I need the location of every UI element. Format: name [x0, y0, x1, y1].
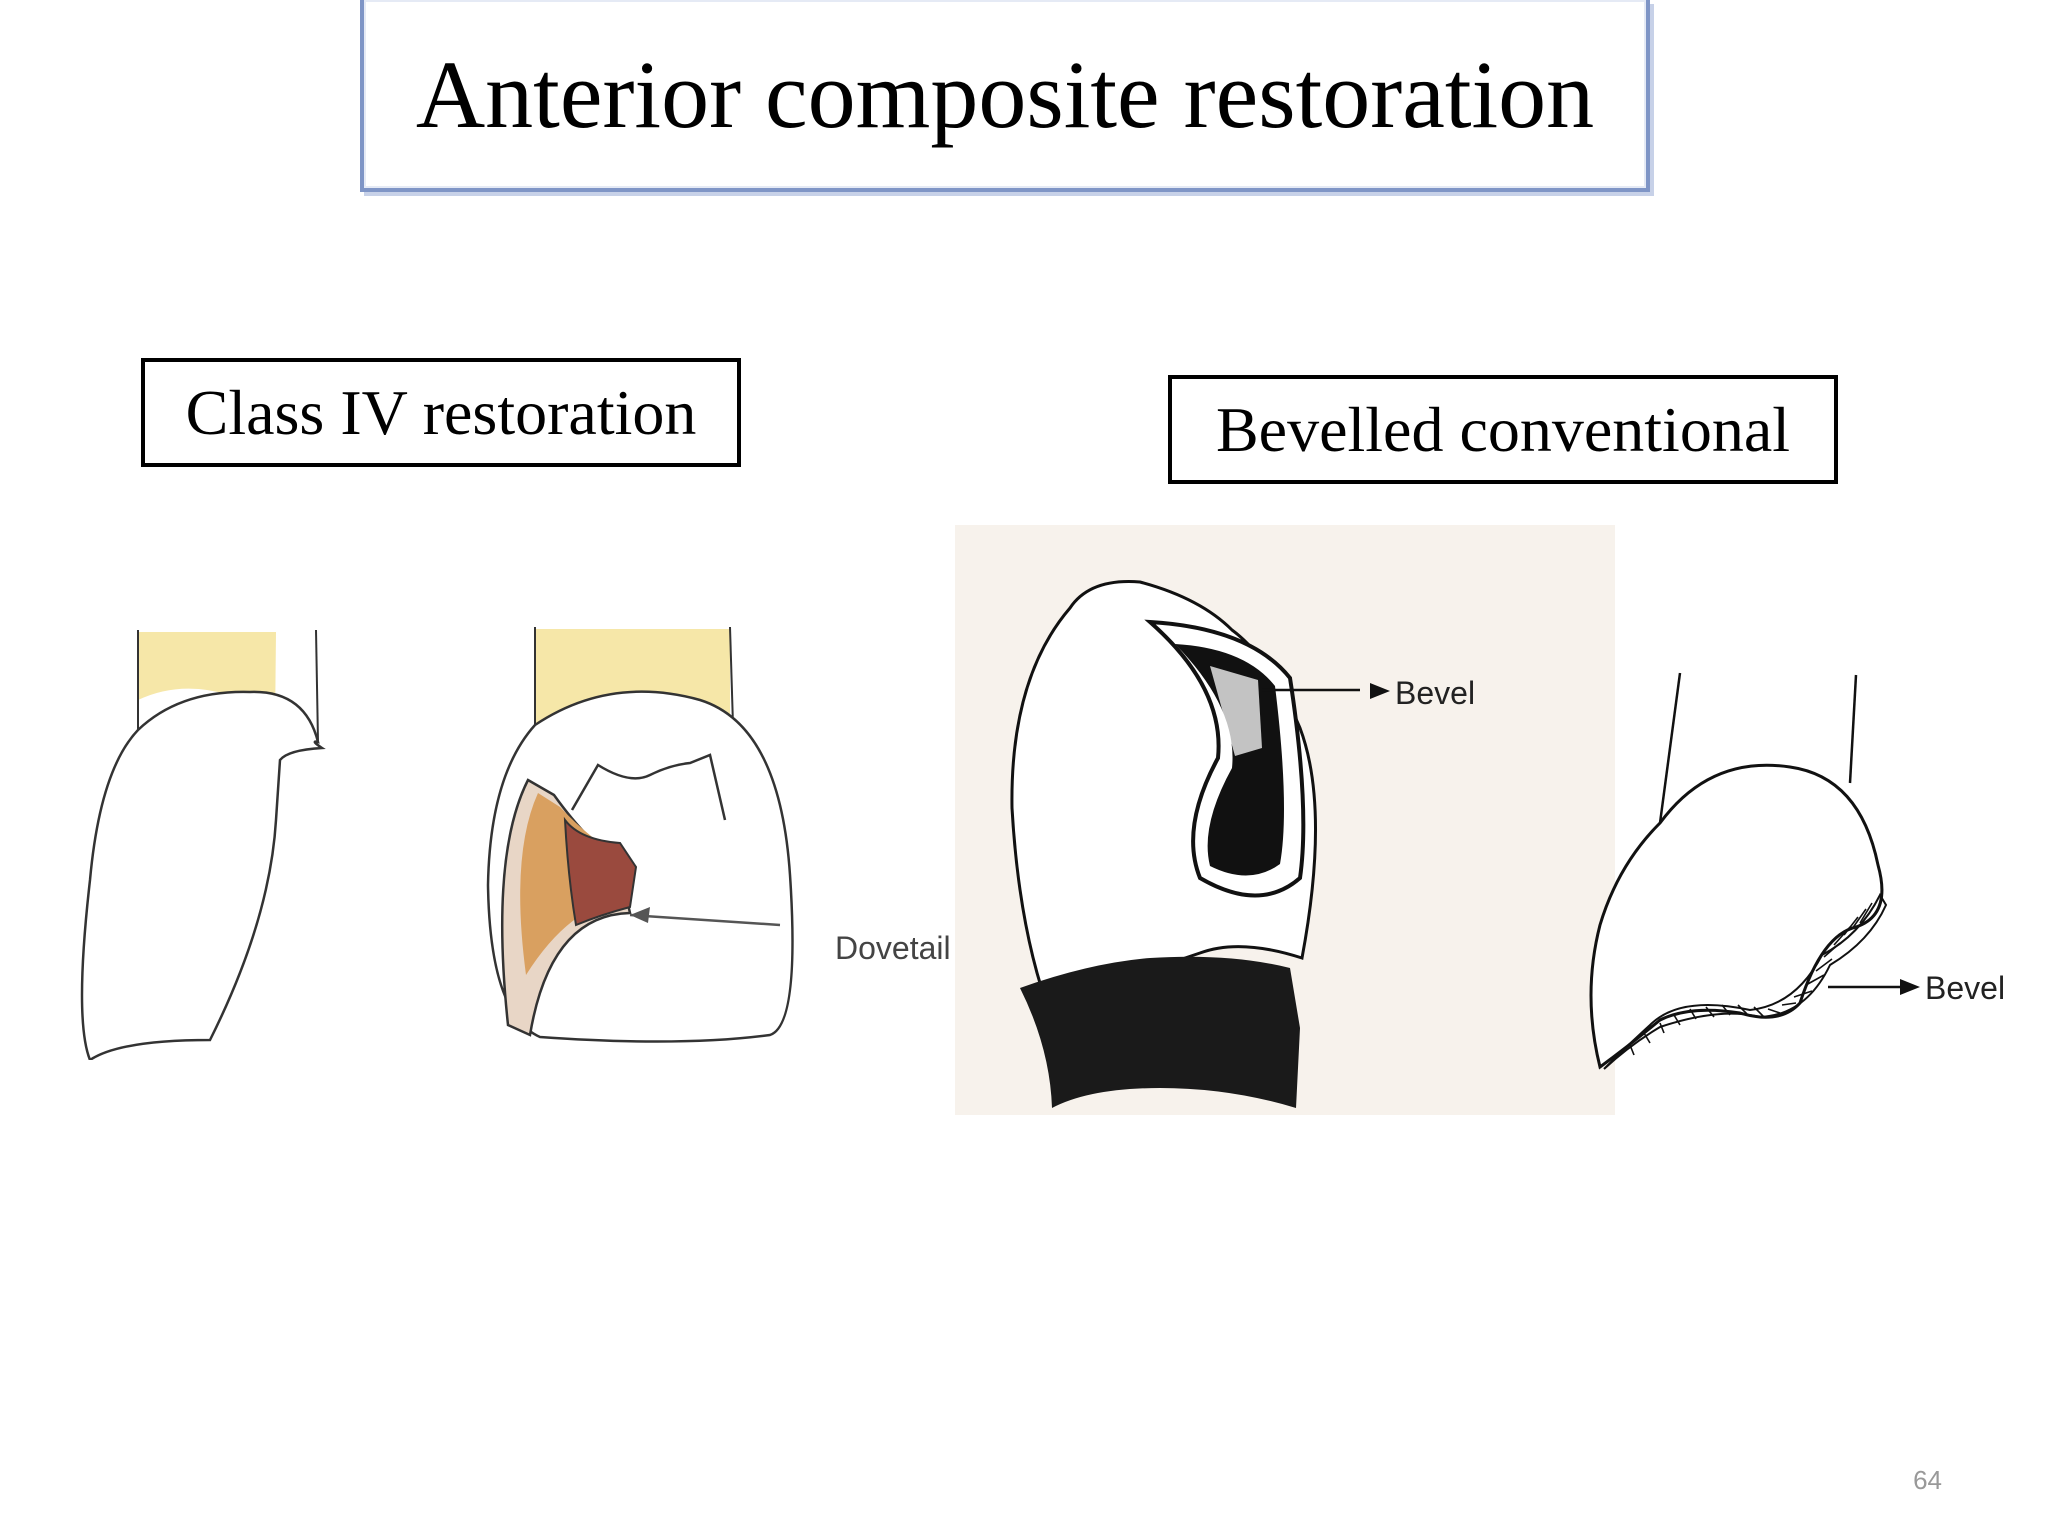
bevel-arrowhead-b	[1900, 979, 1920, 995]
bevelled-label: Bevelled conventional	[1215, 393, 1791, 465]
tooth-side-view-illustration	[80, 629, 326, 1060]
slide-title: Anterior composite restoration	[415, 40, 1595, 148]
dovetail-callout: Dovetail	[835, 930, 951, 966]
bevel-arrowhead-a	[1370, 683, 1390, 699]
tooth-bevel-side-illustration	[1589, 672, 1900, 1070]
tooth-dovetail-illustration	[486, 626, 794, 1043]
title-box: Anterior composite restoration	[360, 0, 1650, 192]
bevelled-label-box: Bevelled conventional	[1168, 375, 1838, 484]
page-number: 64	[1913, 1465, 1942, 1495]
tooth-bevel-front-illustration	[1010, 580, 1360, 1108]
class-iv-label: Class IV restoration	[185, 376, 697, 448]
bevel-callout-b: Bevel	[1925, 970, 2006, 1006]
bevel-callout-a: Bevel	[1395, 675, 1476, 711]
class-iv-label-box: Class IV restoration	[141, 358, 741, 467]
